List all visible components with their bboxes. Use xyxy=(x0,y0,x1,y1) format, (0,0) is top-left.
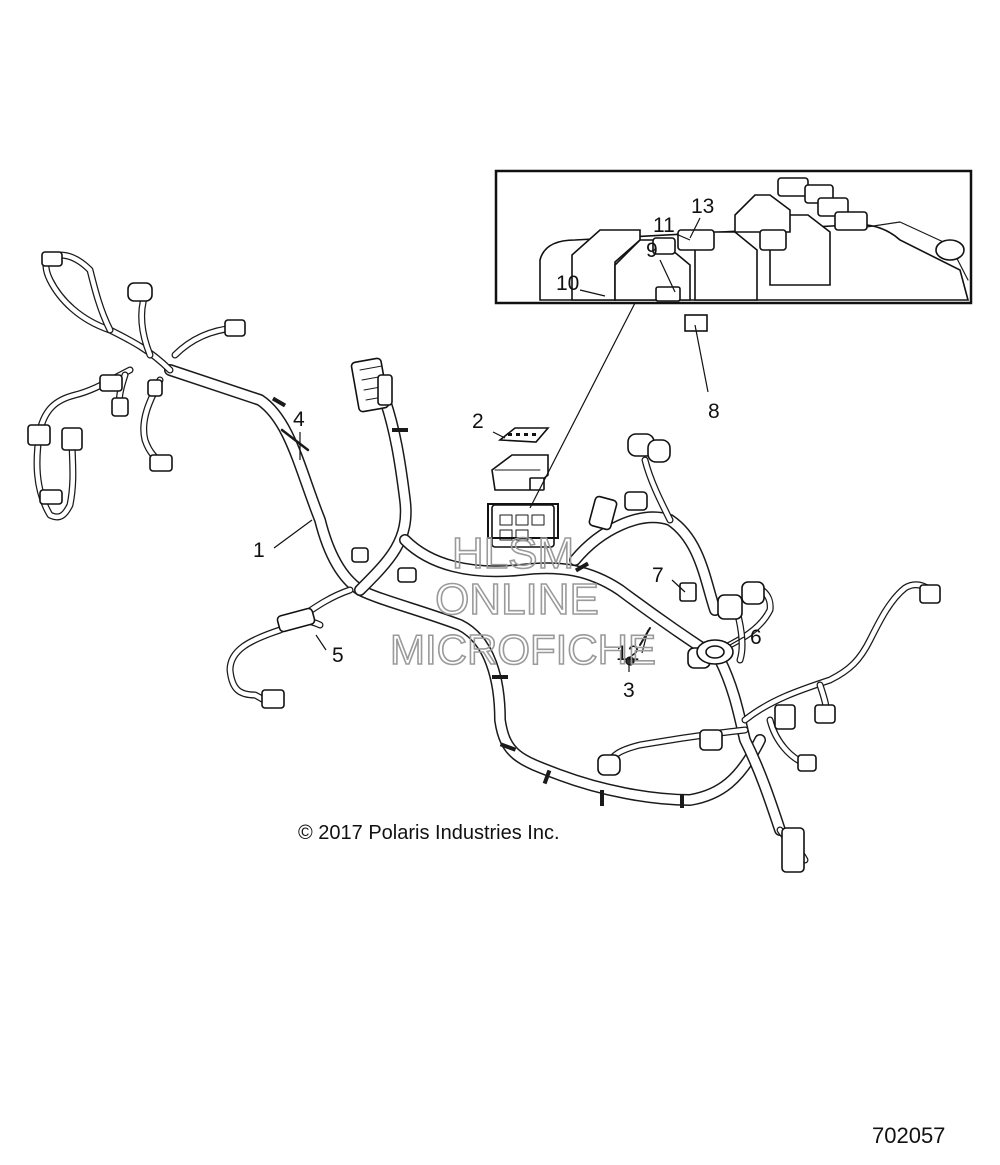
callout-13: 13 xyxy=(691,195,714,218)
fuse-box xyxy=(487,503,559,548)
watermark: HLSM ONLINE MICROFICHE xyxy=(389,528,657,674)
callout-4: 4 xyxy=(293,408,305,431)
callout-3: 3 xyxy=(623,679,635,702)
callout-1: 1 xyxy=(253,539,265,562)
watermark-line-3: MICROFICHE xyxy=(390,626,656,673)
detail-inset xyxy=(494,169,973,509)
callout-9: 9 xyxy=(646,239,658,262)
watermark-line-1: HLSM xyxy=(452,529,574,578)
callout-11: 11 xyxy=(653,214,675,237)
figure-number: 702057 xyxy=(872,1123,945,1148)
copyright-notice: © 2017 Polaris Industries Inc. xyxy=(298,822,560,844)
fuse-box-cover xyxy=(491,427,550,491)
right-branch-wires xyxy=(604,456,936,864)
callout-12: 12 xyxy=(616,642,639,665)
callout-7: 7 xyxy=(652,564,664,587)
callout-labels: 1 2 3 4 5 6 7 8 9 10 11 12 13 xyxy=(253,195,762,702)
callout-10: 10 xyxy=(556,272,579,295)
leader-lines xyxy=(273,217,745,672)
watermark-line-2: ONLINE xyxy=(435,575,599,624)
callout-6: 6 xyxy=(750,626,762,649)
connectors xyxy=(27,251,941,873)
callout-8: 8 xyxy=(708,400,720,423)
callout-5: 5 xyxy=(332,644,344,667)
callout-2: 2 xyxy=(472,410,484,433)
main-harness xyxy=(164,364,786,836)
detail-highlight-box xyxy=(487,503,559,539)
